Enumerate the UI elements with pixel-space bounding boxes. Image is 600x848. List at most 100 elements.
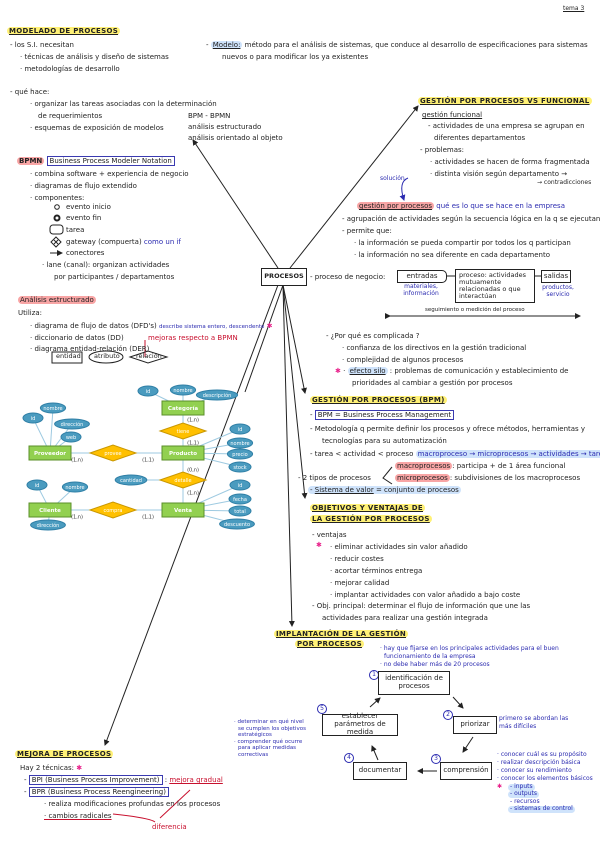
impl-note: estratégicos: [238, 732, 272, 739]
text-line: · esquemas de exposición de modelos: [30, 124, 164, 132]
arrow-to-bpm: [282, 284, 307, 394]
er-attribute-label: id: [146, 389, 151, 395]
er-attribute: [30, 519, 66, 531]
modelo-line: - Modelo: método para el análisis de sis…: [206, 41, 588, 49]
entidad-label: entidad: [56, 352, 81, 360]
bpmn-heading: BPMN Business Process Modeler Notation: [17, 156, 175, 166]
er-attribute: [226, 448, 254, 460]
evento-fin-icon: [53, 214, 61, 222]
impl-note: primero se abordan las: [499, 715, 569, 722]
er-relation: [88, 501, 138, 519]
impl-note: se cumplen los objetivos: [238, 725, 306, 732]
text-line: · diagrama de flujo de datos (DFD's): [30, 322, 157, 330]
page-label: tema 3: [563, 5, 585, 12]
line-to-er: [244, 284, 284, 393]
gateway-line: gateway (compuerta) como un if: [66, 238, 181, 246]
er-attribute: [169, 384, 197, 396]
step-number: 4: [344, 753, 354, 763]
element-item: - inputs: [508, 783, 535, 791]
text-line: · distinta visión según departamento →: [430, 170, 568, 178]
obj-title: LA GESTIÓN POR PROCESOS: [310, 515, 432, 524]
tipos-bracket: [382, 466, 393, 485]
er-attribute-label: fecha: [233, 497, 247, 503]
er-attribute: [226, 437, 254, 449]
er-attribute-label: id: [35, 483, 40, 489]
element-item: - recursos: [510, 798, 540, 805]
er-attribute-label: stock: [233, 465, 246, 471]
arrow-to-implantacion: [282, 284, 295, 627]
impl-note: · conocer su rendimiento: [497, 767, 572, 774]
er-attribute: [195, 389, 239, 401]
er-cardinality: (1,1): [142, 515, 154, 521]
er-attribute: [39, 402, 67, 414]
er-attribute-label: total: [234, 509, 245, 515]
bpm-definition: BPM = Business Process Management: [314, 410, 455, 420]
er-cardinality: (1,1): [187, 441, 199, 447]
text-line: Hay 2 técnicas:: [20, 764, 75, 772]
seguimiento-label: seguimiento o medición del proceso: [425, 307, 525, 313]
gestion-funcional: gestión funcional: [422, 111, 483, 119]
cycle-arrow: [371, 745, 379, 761]
modelo-term: Modelo:: [210, 41, 243, 49]
impl-note: · conocer los elementos básicos: [497, 775, 593, 782]
text-line: - Metodología q permite definir los proc…: [310, 425, 586, 433]
er-attribute: [229, 479, 251, 491]
valor-line: - Sistema de valor = conjunto de proceso…: [308, 486, 461, 495]
macro-term: macroprocesos: [395, 462, 453, 470]
text-line: - qué hace:: [10, 88, 50, 96]
text-line: · la información no sea diferente en cad…: [354, 251, 551, 259]
er-entity: [161, 502, 205, 518]
procesos-center-box: PROCESOS: [261, 268, 307, 286]
er-relation: [158, 471, 208, 489]
text-line: · mejorar calidad: [330, 579, 390, 587]
text-line: - tarea < actividad < proceso: [310, 450, 414, 458]
text-line: · organizar las tareas asociadas con la …: [30, 100, 217, 108]
analisis-title: Análisis estructurado: [18, 296, 96, 305]
text-line: por participantes / departamentos: [54, 273, 175, 281]
bpm-title: GESTIÓN POR PROCESOS (BPM): [310, 396, 447, 405]
step-comprension-box: comprensión: [440, 762, 492, 780]
text-line: - Obj. principal: determinar el flujo de…: [312, 602, 531, 610]
er-attribute-label: nombre: [65, 485, 84, 491]
step-number: 3: [431, 754, 441, 764]
atributo-label: atributo: [94, 352, 120, 360]
step-establecer-box: establecer parámetros de medida: [322, 713, 398, 736]
er-attribute-label: cantidad: [120, 478, 142, 484]
text-line: análisis orientado al objeto: [188, 134, 283, 142]
er-attribute: [22, 412, 44, 424]
er-entity: [161, 445, 205, 461]
text-line: evento fin: [66, 214, 102, 222]
valor-term: Sistema de valor: [314, 486, 374, 494]
impl-note: · determinar en qué nivel: [234, 719, 304, 725]
gpp-title: gestión por procesos: [357, 202, 435, 210]
text-line: · lane (canal): organizan actividades: [42, 261, 170, 269]
impl-note: · comprender qué ocurre: [234, 738, 303, 745]
er-cardinality: (1,n): [71, 458, 83, 464]
bpi-box: BPI (Business Process Improvement): [28, 775, 163, 785]
arrow-to-modelado: [192, 139, 279, 269]
impl-title: POR PROCESOS: [295, 640, 364, 649]
modelo-definition: método para el análisis de sistemas, que…: [244, 41, 588, 49]
text-line: evento inicio: [66, 203, 111, 211]
relacion-shape: [128, 350, 169, 364]
er-relation-label: detalle: [174, 478, 191, 484]
mejora-intro-line: Hay 2 técnicas: ✱: [20, 764, 82, 772]
text-line: · complejidad de algunos procesos: [342, 356, 464, 364]
text-line: · técnicas de análisis y diseño de siste…: [20, 53, 169, 61]
tarea-icon: [49, 224, 64, 235]
text-line: - problemas:: [420, 146, 465, 154]
text-line: BPM - BPMN: [188, 112, 231, 120]
text-line: · reducir costes: [330, 555, 384, 563]
cycle-arrow: [462, 736, 474, 753]
er-cardinality: (0,n): [187, 468, 199, 474]
text-line: tecnologías para su automatización: [322, 437, 447, 445]
gpp-note: qué es lo que se hace en la empresa: [436, 202, 565, 210]
impl-note: funcionamiento de la empresa: [384, 653, 476, 660]
er-attribute-label: dirección: [61, 421, 84, 428]
text-line: diferentes departamentos: [434, 134, 526, 142]
impl-note: más difíciles: [499, 723, 537, 730]
step-identificacion-box: identificación de procesos: [378, 671, 450, 695]
text-line: - agrupación de actividades según la sec…: [342, 215, 600, 223]
text-line: · diccionario de datos (DD): [30, 334, 124, 342]
